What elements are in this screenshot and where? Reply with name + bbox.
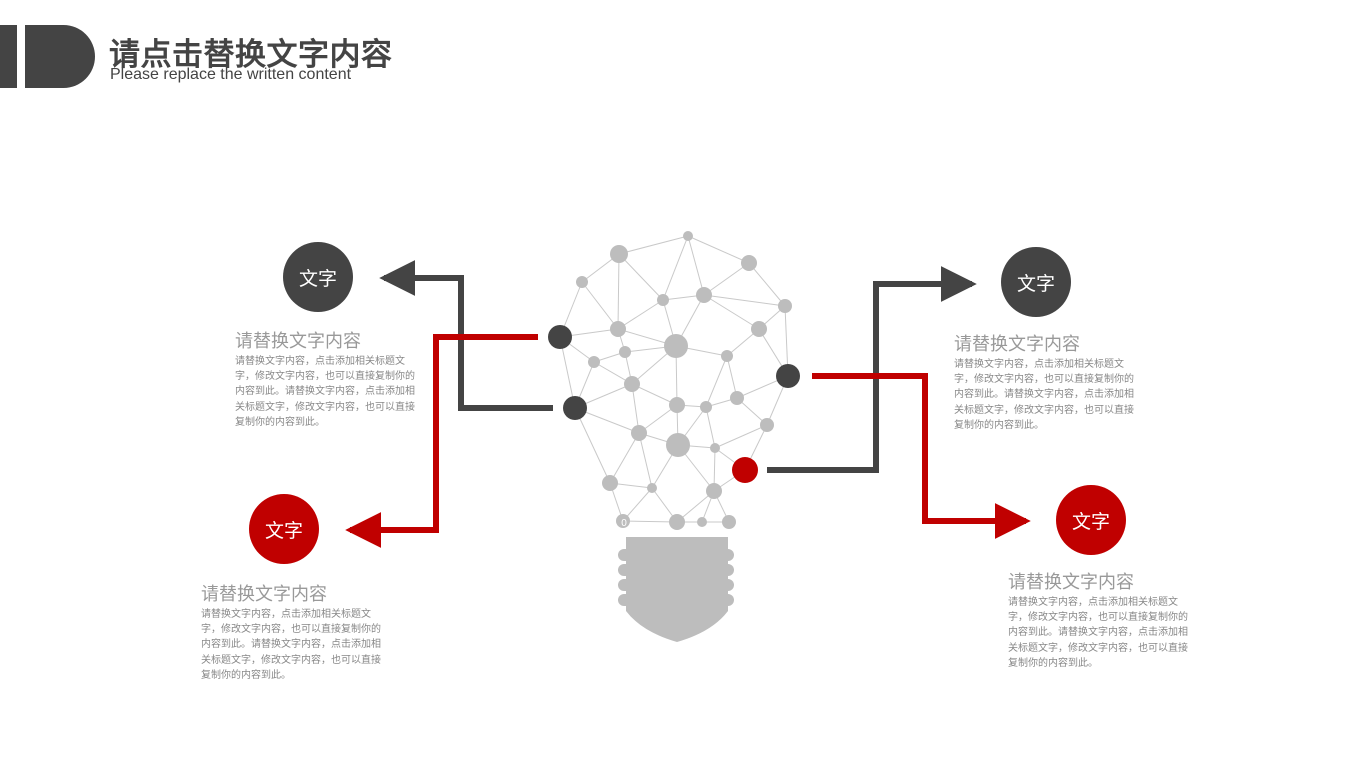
bulb-node bbox=[700, 401, 712, 413]
bulb-edge bbox=[618, 235, 689, 255]
bulb-node-label: 0 bbox=[621, 518, 627, 529]
text-block-lower-left: 请替换文字内容 请替换文字内容，点击添加相关标题文字，修改文字内容，也可以直接复… bbox=[201, 583, 389, 683]
bulb-edge bbox=[703, 294, 786, 307]
bulb-edge bbox=[631, 383, 640, 434]
badge-upper-right: 文字 bbox=[1001, 247, 1071, 317]
bulb-node bbox=[706, 483, 722, 499]
bulb-edge bbox=[581, 281, 619, 330]
bulb-node bbox=[696, 287, 712, 303]
bulb-node bbox=[722, 515, 736, 529]
bulb-edge bbox=[617, 253, 620, 330]
bulb-node bbox=[616, 514, 630, 528]
bulb-edge bbox=[748, 262, 786, 307]
bulb-node bbox=[721, 350, 733, 362]
bulb-edge bbox=[617, 299, 664, 330]
bulb-edge bbox=[622, 520, 678, 523]
bulb-edge bbox=[726, 355, 738, 399]
bulb-node bbox=[624, 376, 640, 392]
bulb-node bbox=[664, 334, 688, 358]
bulb-edge bbox=[574, 407, 611, 484]
block-body: 请替换文字内容，点击添加相关标题文字，修改文字内容，也可以直接复制你的内容到此。… bbox=[235, 356, 415, 428]
bulb-edge bbox=[618, 253, 664, 301]
bulb-node bbox=[760, 418, 774, 432]
endpoint-dot-right-upper bbox=[776, 364, 800, 388]
connector-dark-upper-left bbox=[379, 260, 553, 411]
bulb-node bbox=[610, 321, 626, 337]
bulb-edge bbox=[687, 235, 750, 264]
bulb-edge bbox=[705, 406, 716, 449]
block-heading: 请替换文字内容 bbox=[201, 584, 327, 605]
bulb-edge bbox=[631, 383, 678, 406]
connectors bbox=[345, 260, 1031, 548]
badge-upper-left: 文字 bbox=[283, 242, 353, 312]
block-body: 请替换文字内容，点击添加相关标题文字，修改文字内容，也可以直接复制你的内容到此。… bbox=[201, 609, 381, 681]
bulb-node bbox=[576, 276, 588, 288]
bulb-edge bbox=[703, 262, 750, 296]
bulb-base-icon bbox=[618, 537, 734, 642]
endpoint-dot-left-lower bbox=[563, 396, 587, 420]
bulb-network-nodes bbox=[576, 231, 792, 530]
bulb-node bbox=[588, 356, 600, 368]
connector-endpoints bbox=[548, 325, 800, 483]
bulb-edge bbox=[638, 432, 653, 489]
bulb-node bbox=[778, 299, 792, 313]
bulb-node bbox=[666, 433, 690, 457]
block-heading: 请替换文字内容 bbox=[954, 334, 1080, 355]
block-body: 请替换文字内容，点击添加相关标题文字，修改文字内容，也可以直接复制你的内容到此。… bbox=[954, 359, 1134, 431]
bulb-edge bbox=[703, 294, 760, 330]
text-block-upper-left: 请替换文字内容 请替换文字内容，点击添加相关标题文字，修改文字内容，也可以直接复… bbox=[235, 330, 423, 430]
page-title: 请点击替换文字内容 bbox=[109, 37, 393, 73]
bulb-edge bbox=[559, 336, 576, 409]
bulb-node bbox=[751, 321, 767, 337]
block-heading: 请替换文字内容 bbox=[235, 331, 361, 352]
endpoint-dot-left-upper bbox=[548, 325, 572, 349]
bulb-node bbox=[669, 514, 685, 530]
text-block-upper-right: 请替换文字内容 请替换文字内容，点击添加相关标题文字，修改文字内容，也可以直接复… bbox=[954, 333, 1142, 433]
bulb-node bbox=[741, 255, 757, 271]
bulb-edge bbox=[609, 432, 640, 484]
bulb-edge bbox=[714, 424, 768, 449]
bulb-network: 0 bbox=[559, 231, 792, 530]
block-heading: 请替换文字内容 bbox=[1008, 572, 1134, 593]
endpoint-dot-right-lower bbox=[732, 457, 758, 483]
bulb-node bbox=[610, 245, 628, 263]
bulb-edge bbox=[676, 490, 715, 523]
header-accent-tab bbox=[25, 25, 95, 88]
badge-lower-left: 文字 bbox=[249, 494, 319, 564]
bulb-node bbox=[631, 425, 647, 441]
bulb-network-edges bbox=[559, 235, 789, 523]
badge-lower-right: 文字 bbox=[1056, 485, 1126, 555]
header-accent-bar bbox=[0, 25, 17, 88]
bulb-edge bbox=[662, 235, 689, 301]
bulb-node bbox=[619, 346, 631, 358]
page-subtitle: Please replace the written content bbox=[110, 66, 352, 83]
bulb-edge bbox=[705, 355, 728, 408]
bulb-node bbox=[602, 475, 618, 491]
bulb-edge bbox=[622, 487, 653, 522]
bulb-node bbox=[730, 391, 744, 405]
bulb-node bbox=[657, 294, 669, 306]
bulb-node bbox=[710, 443, 720, 453]
text-block-lower-right: 请替换文字内容 请替换文字内容，点击添加相关标题文字，修改文字内容，也可以直接复… bbox=[1008, 571, 1196, 671]
bulb-node bbox=[647, 483, 657, 493]
connector-red-lower-right bbox=[812, 373, 1031, 539]
connector-red-lower-left bbox=[345, 334, 538, 548]
bulb-node bbox=[669, 397, 685, 413]
block-body: 请替换文字内容，点击添加相关标题文字，修改文字内容，也可以直接复制你的内容到此。… bbox=[1008, 597, 1188, 669]
bulb-node bbox=[683, 231, 693, 241]
bulb-node bbox=[697, 517, 707, 527]
bulb-edge bbox=[687, 235, 705, 296]
